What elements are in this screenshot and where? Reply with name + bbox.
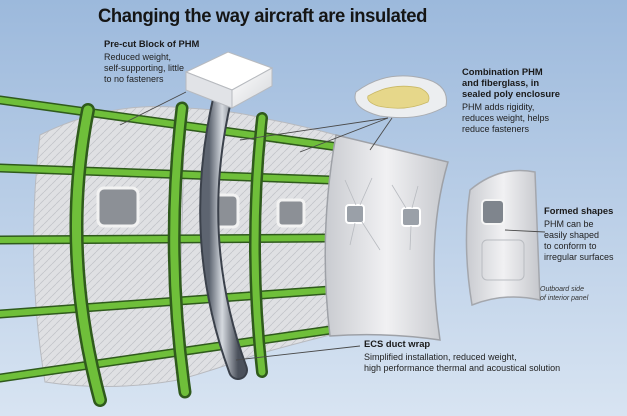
formed-caption: Outboard side of interior panel [540,286,588,303]
precut-body: Reduced weight, self-supporting, little … [104,52,199,85]
leader-lines [119,91,546,361]
precut-callout: Pre-cut Block of PHM Reduced weight, sel… [104,38,199,85]
ecs-duct [199,90,248,380]
combination-bag [354,75,447,119]
formed-body-line: PHM can be [544,219,594,229]
combination-body: PHM adds rigidity, reduces weight, helps… [462,102,560,135]
page-title: Changing the way aircraft are insulated [98,6,427,27]
interior-panel [324,134,449,341]
combination-heading-line: Combination PHM [462,66,543,77]
precut-heading: Pre-cut Block of PHM [104,38,200,49]
formed-callout: Formed shapes PHM can be easily shaped t… [544,205,614,263]
formed-caption-line: Outboard side [540,286,584,293]
formed-heading: Formed shapes [544,205,614,216]
combination-heading-line: sealed poly enclosure [462,88,560,99]
ecs-callout: ECS duct wrap Simplified installation, r… [364,338,560,374]
window-openings [96,186,306,229]
precut-body-line: Reduced weight, [104,52,172,62]
ecs-body-line: Simplified installation, reduced weight, [364,352,517,362]
precut-block [184,51,274,109]
combination-body-line: reduce fasteners [462,124,530,134]
formed-body: PHM can be easily shaped to conform to i… [544,219,614,263]
ecs-body: Simplified installation, reduced weight,… [364,352,560,374]
frames [69,101,268,407]
combination-heading: Combination PHM and fiberglass, in seale… [462,66,560,99]
formed-body-line: irregular surfaces [544,252,614,262]
formed-shape-panel [465,169,541,307]
precut-body-line: self-supporting, little [104,63,185,73]
combination-body-line: reduces weight, helps [462,113,550,123]
formed-caption-line: of interior panel [540,294,589,302]
formed-body-line: easily shaped [544,230,600,240]
combination-heading-line: and fiberglass, in [462,77,540,88]
ecs-heading: ECS duct wrap [364,338,431,349]
ecs-body-line: high performance thermal and acoustical … [364,363,561,373]
formed-body-line: to conform to [544,241,597,251]
combination-callout: Combination PHM and fiberglass, in seale… [462,66,560,135]
combination-body-line: PHM adds rigidity, [462,102,535,112]
precut-body-line: to no fasteners [104,74,164,84]
